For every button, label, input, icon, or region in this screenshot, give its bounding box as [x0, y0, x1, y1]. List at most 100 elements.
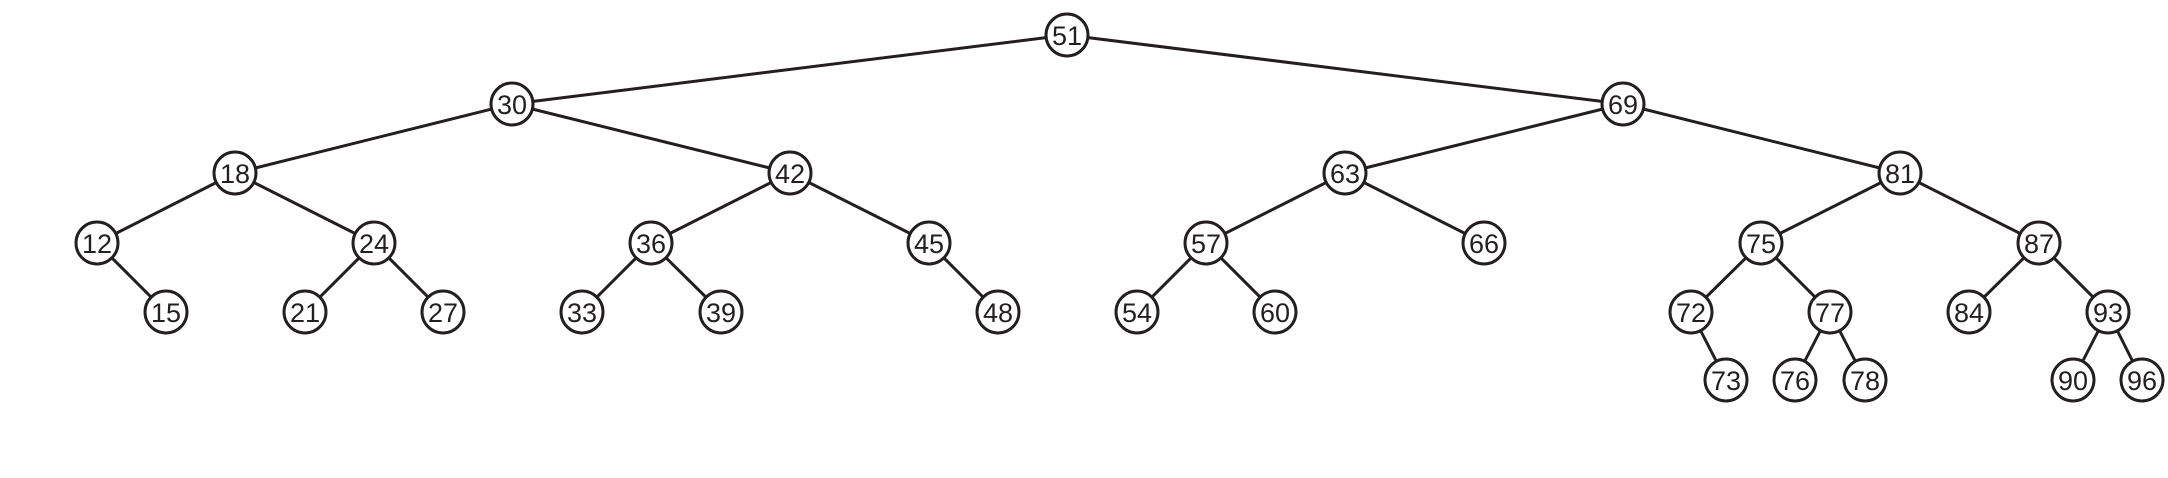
node-circle [74, 220, 120, 266]
edge-63-66 [1344, 171, 1485, 245]
tree-node-60: 60 [1252, 289, 1298, 335]
tree-node-15: 15 [143, 289, 189, 335]
edge-42-36 [650, 171, 791, 245]
node-label: 57 [1191, 229, 1221, 259]
node-label: 63 [1330, 159, 1360, 189]
node-circle [2085, 289, 2131, 335]
node-label: 39 [706, 298, 736, 328]
node-circle [767, 150, 813, 196]
node-label: 66 [1469, 229, 1499, 259]
node-circle [1738, 220, 1784, 266]
tree-node-27: 27 [420, 289, 466, 335]
edge-81-75 [1760, 171, 1901, 245]
node-label: 81 [1885, 159, 1915, 189]
node-circle [282, 289, 328, 335]
node-label: 30 [497, 90, 527, 120]
edge-81-87 [1899, 171, 2040, 245]
tree-node-54: 54 [1114, 289, 1160, 335]
tree-node-48: 48 [975, 289, 1021, 335]
tree-node-18: 18 [212, 150, 258, 196]
node-label: 96 [2127, 366, 2157, 396]
node-label: 75 [1746, 229, 1776, 259]
node-label: 84 [1954, 298, 1984, 328]
node-circle [1252, 289, 1298, 335]
node-circle [1044, 12, 1090, 58]
tree-node-24: 24 [351, 220, 397, 266]
node-circle [1114, 289, 1160, 335]
tree-node-57: 57 [1183, 220, 1229, 266]
node-circle [906, 220, 952, 266]
node-label: 87 [2024, 229, 2054, 259]
node-label: 54 [1122, 298, 1152, 328]
tree-node-69: 69 [1600, 81, 1646, 127]
node-label: 36 [636, 229, 666, 259]
edge-30-42 [511, 102, 791, 175]
node-label: 69 [1608, 90, 1638, 120]
node-label: 51 [1052, 21, 1082, 51]
node-circle [559, 289, 605, 335]
tree-node-66: 66 [1461, 220, 1507, 266]
tree-node-73: 73 [1703, 357, 1749, 403]
node-label: 72 [1676, 298, 1706, 328]
tree-node-45: 45 [906, 220, 952, 266]
node-label: 76 [1780, 366, 1810, 396]
tree-node-81: 81 [1877, 150, 1923, 196]
node-circle [143, 289, 189, 335]
node-circle [420, 289, 466, 335]
edge-18-12 [96, 171, 236, 245]
edge-42-45 [789, 171, 930, 245]
node-label: 78 [1850, 366, 1880, 396]
tree-node-93: 93 [2085, 289, 2131, 335]
node-circle [2016, 220, 2062, 266]
node-circle [2050, 357, 2096, 403]
node-circle [1183, 220, 1229, 266]
node-circle [489, 81, 535, 127]
node-label: 90 [2058, 366, 2088, 396]
node-label: 60 [1260, 298, 1290, 328]
tree-node-84: 84 [1946, 289, 1992, 335]
tree-node-12: 12 [74, 220, 120, 266]
node-circle [1322, 150, 1368, 196]
node-circle [1461, 220, 1507, 266]
tree-node-96: 96 [2119, 357, 2165, 403]
node-circle [351, 220, 397, 266]
node-circle [1668, 289, 1714, 335]
node-label: 15 [151, 298, 181, 328]
node-circle [1842, 357, 1888, 403]
tree-node-30: 30 [489, 81, 535, 127]
tree-node-63: 63 [1322, 150, 1368, 196]
node-circle [698, 289, 744, 335]
node-label: 12 [82, 229, 112, 259]
tree-node-78: 78 [1842, 357, 1888, 403]
edge-30-18 [234, 102, 513, 175]
node-label: 45 [914, 229, 944, 259]
edge-69-81 [1622, 102, 1901, 175]
node-label: 24 [359, 229, 389, 259]
tree-node-36: 36 [628, 220, 674, 266]
edge-51-30 [511, 33, 1068, 106]
node-label: 48 [983, 298, 1013, 328]
node-circle [628, 220, 674, 266]
node-label: 77 [1815, 298, 1845, 328]
edge-51-69 [1066, 33, 1624, 106]
node-label: 73 [1711, 366, 1741, 396]
tree-node-75: 75 [1738, 220, 1784, 266]
node-label: 18 [220, 159, 250, 189]
tree-nodes: 51 30 69 18 42 63 81 12 24 36 45 57 66 75 87 15 21 27 33 39… [74, 12, 2165, 403]
node-circle [975, 289, 1021, 335]
node-circle [212, 150, 258, 196]
node-label: 27 [428, 298, 458, 328]
node-circle [1807, 289, 1853, 335]
node-circle [1772, 357, 1818, 403]
node-circle [1600, 81, 1646, 127]
node-circle [1703, 357, 1749, 403]
node-label: 33 [567, 298, 597, 328]
edge-69-63 [1344, 102, 1624, 175]
node-label: 21 [290, 298, 320, 328]
tree-node-42: 42 [767, 150, 813, 196]
tree-node-21: 21 [282, 289, 328, 335]
tree-node-87: 87 [2016, 220, 2062, 266]
tree-node-76: 76 [1772, 357, 1818, 403]
node-label: 42 [775, 159, 805, 189]
